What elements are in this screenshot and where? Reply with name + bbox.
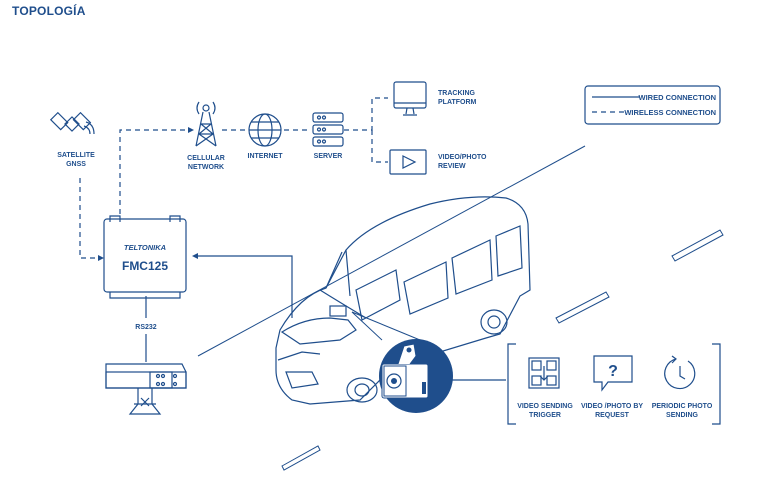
mounted-unit-icon	[105, 363, 187, 415]
cell-tower-icon	[195, 101, 217, 147]
feature-periodic-2: SENDING	[666, 412, 698, 419]
feature-request-2: REQUEST	[595, 412, 630, 419]
question-icon: ?	[593, 355, 633, 392]
device-brand: TELTONIKA	[124, 243, 166, 252]
timer-icon	[664, 355, 696, 390]
internet-label: INTERNET	[248, 153, 284, 160]
feature-trigger-2: TRIGGER	[529, 412, 561, 419]
legend-wireless: WIRELESS CONNECTION	[624, 108, 716, 117]
monitor-icon	[393, 81, 427, 116]
server-icon	[312, 112, 344, 147]
tracking-label-2: PLATFORM	[438, 99, 477, 106]
satellite-label-2: GNSS	[66, 161, 86, 168]
video-review-label-2: REVIEW	[438, 163, 466, 170]
features-bracket	[507, 343, 721, 425]
van-icon	[275, 196, 531, 405]
cellular-label-2: NETWORK	[188, 164, 224, 171]
device-model: FMC125	[122, 259, 168, 273]
feature-trigger-1: VIDEO SENDING	[517, 403, 573, 410]
page-title: TOPOLOGÍA	[12, 4, 86, 18]
feature-periodic-1: PERIODIC PHOTO	[652, 403, 713, 410]
road	[197, 145, 724, 471]
dashcam-icon	[351, 311, 453, 413]
video-review-label-1: VIDEO/PHOTO	[438, 154, 487, 161]
play-icon	[389, 149, 427, 175]
globe-icon	[248, 113, 282, 147]
tracking-label-1: TRACKING	[438, 90, 475, 97]
qr-icon	[528, 357, 560, 389]
server-label: SERVER	[314, 153, 343, 160]
satellite-icon	[49, 111, 95, 135]
legend-wired: WIRED CONNECTION	[639, 93, 717, 102]
fmc125-device: TELTONIKA FMC125	[103, 215, 187, 299]
legend: WIRED CONNECTION WIRELESS CONNECTION	[584, 85, 721, 125]
svg-text:?: ?	[608, 363, 618, 380]
satellite-label-1: SATELLITE	[57, 152, 95, 159]
rs232-label: RS232	[135, 324, 157, 331]
feature-request-1: VIDEO /PHOTO BY	[581, 403, 643, 410]
cellular-label-1: CELLULAR	[187, 155, 225, 162]
connections	[79, 97, 506, 381]
